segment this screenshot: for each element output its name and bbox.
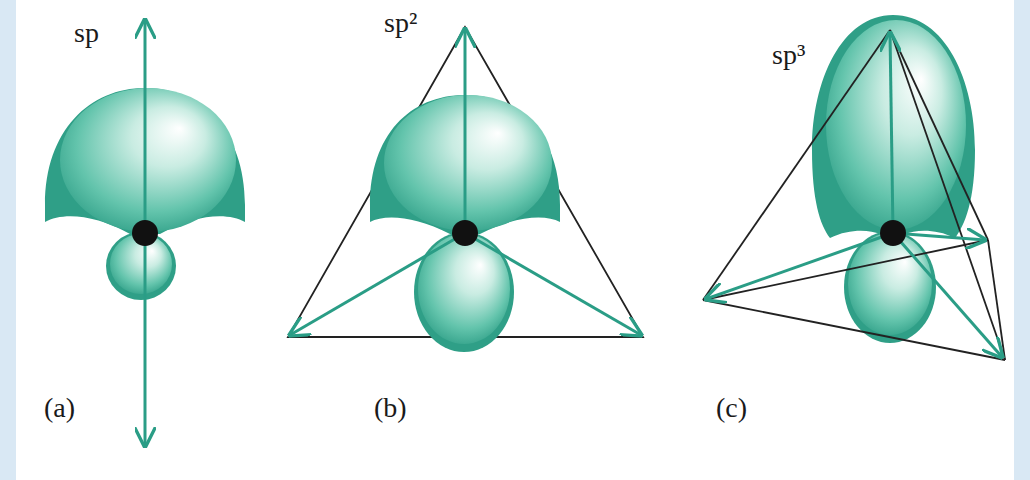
panel-letter: (a): [44, 393, 75, 424]
panel-letter: (c): [716, 393, 747, 424]
panel-letter: (b): [374, 393, 407, 424]
hybrid-label: sp²: [384, 8, 417, 39]
sp2-orbital: [288, 27, 643, 352]
sp3-orbital: [703, 15, 1005, 360]
sp-orbital: [45, 20, 245, 446]
hybrid-label: sp: [74, 18, 99, 49]
hybrid-label: sp³: [772, 40, 805, 71]
